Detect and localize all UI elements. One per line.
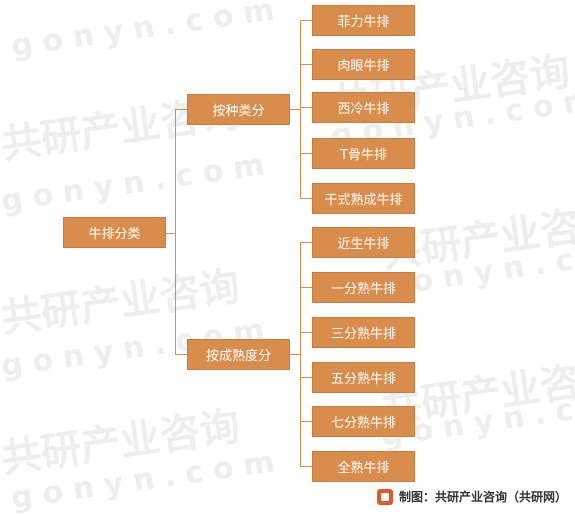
watermark-text: 共研产业咨询 <box>0 403 243 483</box>
connector-line <box>175 354 187 355</box>
connector-line <box>290 354 300 355</box>
connector-line <box>300 20 301 199</box>
connector-line <box>290 109 300 110</box>
connector-line <box>300 421 312 422</box>
connector-line <box>300 20 312 21</box>
leaf-node: 菲力牛排 <box>312 5 415 36</box>
leaf-node: 近生牛排 <box>312 227 415 258</box>
connector-line <box>166 233 175 234</box>
connector-line <box>300 242 301 467</box>
leaf-node: 西冷牛排 <box>312 92 415 123</box>
connector-line <box>300 198 312 199</box>
leaf-node: 全熟牛排 <box>312 451 415 482</box>
watermark-site: gonyn.com <box>0 146 277 219</box>
branch-node-by-doneness: 按成熟度分 <box>187 339 290 370</box>
connector-line <box>300 377 312 378</box>
connector-line <box>300 107 312 108</box>
connector-line <box>300 64 312 65</box>
leaf-node: T骨牛排 <box>312 138 415 169</box>
watermark-text: 共研产业咨询 <box>0 263 243 343</box>
connector-line <box>300 332 312 333</box>
root-node: 牛排分类 <box>63 217 166 248</box>
branch-node-by-type: 按种类分 <box>187 94 290 125</box>
connector-line <box>300 153 312 154</box>
source-text: 制图：共研产业咨询（共研网） <box>398 490 567 504</box>
company-logo-icon <box>376 488 393 505</box>
connector-line <box>175 109 176 354</box>
leaf-node: 一分熟牛排 <box>312 272 415 303</box>
leaf-node: 三分熟牛排 <box>312 317 415 348</box>
connector-line <box>175 109 187 110</box>
connector-line <box>300 466 312 467</box>
source-footer: 制图：共研产业咨询（共研网） <box>376 488 567 505</box>
leaf-node: 干式熟成牛排 <box>312 183 415 214</box>
leaf-node: 肉眼牛排 <box>312 49 415 80</box>
connector-line <box>300 242 312 243</box>
watermark-site: gonyn.com <box>8 0 287 64</box>
leaf-node: 七分熟牛排 <box>312 406 415 437</box>
connector-line <box>300 287 312 288</box>
leaf-node: 五分熟牛排 <box>312 362 415 393</box>
watermark-site: gonyn.com <box>8 443 287 516</box>
